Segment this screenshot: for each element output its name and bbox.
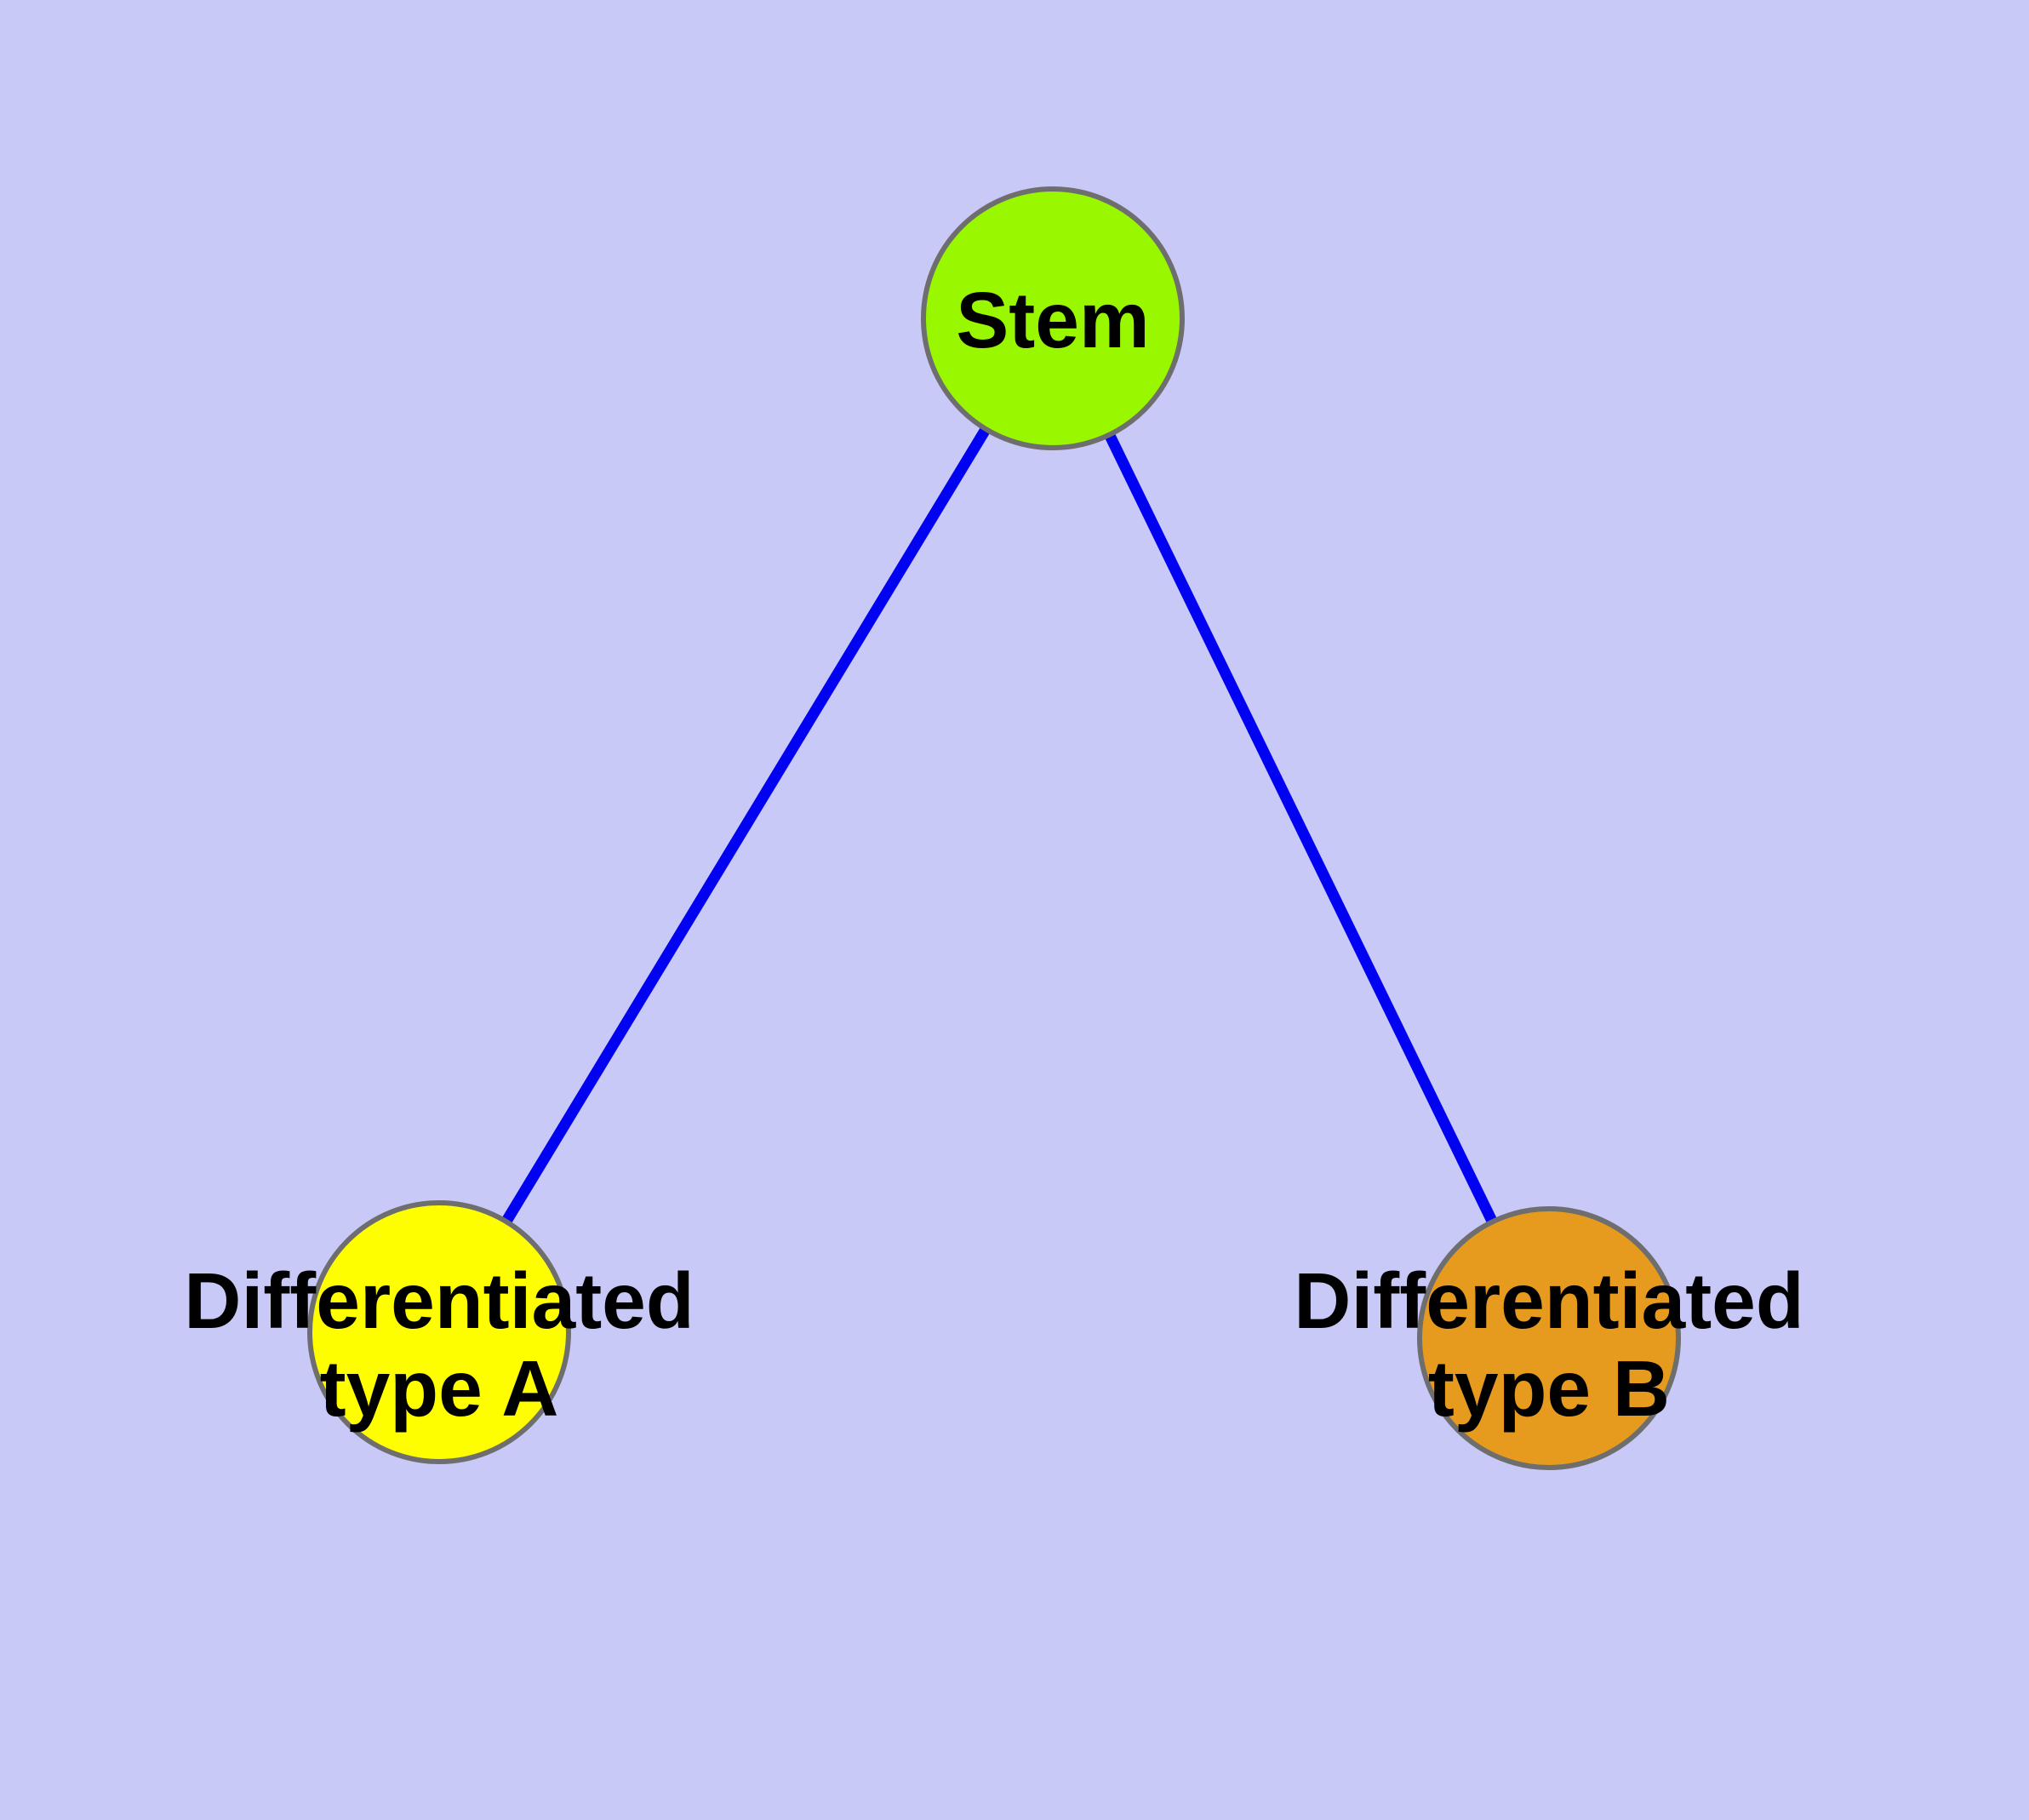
edge-stem-to-type-a	[434, 315, 1058, 1336]
node-type-a-label-line1: Differentiated	[184, 1256, 694, 1345]
node-type-b-label-line1: Differentiated	[1294, 1256, 1803, 1345]
node-type-a-label-line2: type A	[320, 1344, 559, 1433]
node-stem-label: Stem	[956, 276, 1149, 364]
node-type-b-label-line2: type B	[1428, 1344, 1670, 1433]
node-differentiated-type-a	[307, 1200, 571, 1464]
node-stem	[921, 186, 1185, 450]
edge-stem-to-type-b	[1048, 316, 1554, 1341]
node-differentiated-type-b	[1417, 1206, 1681, 1470]
